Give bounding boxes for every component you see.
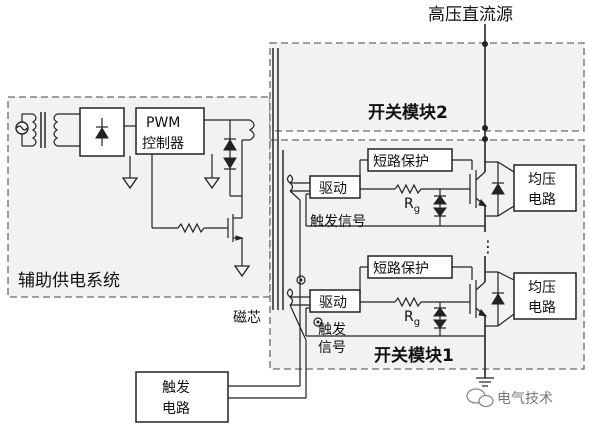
balance-top-link-2: [497, 205, 515, 217]
drive-coupling-coil-top: [286, 174, 294, 192]
pwm-label: PWM: [146, 115, 180, 131]
drive-label-bottom: 驱动: [319, 295, 347, 311]
trigger-circuit-label-2: 电路: [162, 401, 190, 417]
balance-label-bottom-2: 电路: [528, 300, 556, 316]
module-1-entry-node: [482, 136, 488, 142]
mosfet-icon: [227, 206, 244, 266]
drive-box-top: [309, 175, 361, 199]
stage-ellipsis: ⋮: [480, 237, 496, 256]
balance-bottom-link-1: [497, 271, 515, 281]
ground-icon: [121, 156, 139, 190]
rectifier-icon: [79, 107, 125, 157]
rg-label-top: Rg: [404, 196, 420, 215]
trigger-wire-to-coil-bottom: [289, 304, 307, 341]
drive-box-bottom: [309, 289, 361, 313]
diode-icon: [433, 189, 447, 226]
switch-module-2-region: [269, 42, 585, 132]
short-protect-label-bottom: 短路保护: [373, 261, 429, 277]
transformer-icon: [31, 112, 59, 148]
drive-coupling-coil-bottom: [286, 288, 294, 306]
diode-icon: [433, 302, 447, 336]
trigger-signal-label-bottom-2: 信号: [318, 340, 346, 356]
balance-label-top-2: 电路: [528, 192, 556, 208]
balance-label-bottom-1: 均压: [528, 280, 556, 296]
pwm-controller-box: [135, 107, 205, 155]
module-boundary-node: [482, 125, 488, 131]
trigger-circuit-label-1: 触发: [162, 380, 190, 396]
twist-marker-bottom: [313, 317, 323, 327]
igbt-icon: [469, 170, 488, 208]
diode-icon: [223, 138, 237, 170]
trigger-circuit-box: [135, 371, 229, 423]
drive-label-top: 驱动: [319, 181, 347, 197]
igbt-icon: [469, 280, 488, 318]
balance-top-link-1: [497, 161, 515, 173]
aux-power-label: 辅助供电系统: [18, 271, 120, 291]
magnetic-core-label: 磁芯: [233, 310, 261, 326]
balance-bottom-link-2: [497, 313, 515, 327]
balance-circuit-box-top: [513, 164, 577, 212]
watermark-label: 电气技术: [497, 391, 553, 407]
diode-icon: [485, 161, 505, 217]
ground-icon: [203, 154, 221, 190]
resistor-icon: [177, 222, 205, 234]
balance-label-top-1: 均压: [528, 172, 556, 188]
short-protect-label-top: 短路保护: [373, 154, 429, 170]
switch-module-1-label: 开关模块1: [374, 345, 454, 366]
wechat-icon: [466, 388, 494, 408]
rg-label-bottom: Rg: [404, 309, 420, 328]
resistor-icon: [394, 183, 422, 195]
trigger-wire-to-coil-top: [289, 190, 301, 201]
ground-icon: [476, 377, 494, 387]
transformer-icon: [240, 119, 255, 206]
resistor-icon: [394, 296, 422, 308]
hv-source-label: 高压直流源: [428, 5, 513, 25]
diode-icon: [485, 271, 505, 327]
switch-module-2-label: 开关模块2: [368, 102, 448, 123]
balance-circuit-box-bottom: [513, 272, 577, 320]
ground-icon: [233, 265, 251, 278]
trigger-signal-label-top: 触发信号: [310, 214, 366, 230]
pwm-controller-label: 控制器: [142, 136, 184, 152]
hv-node-top: [482, 41, 488, 47]
twist-marker-top: [296, 275, 306, 285]
trigger-signal-label-bottom-1: 触发: [318, 322, 346, 338]
